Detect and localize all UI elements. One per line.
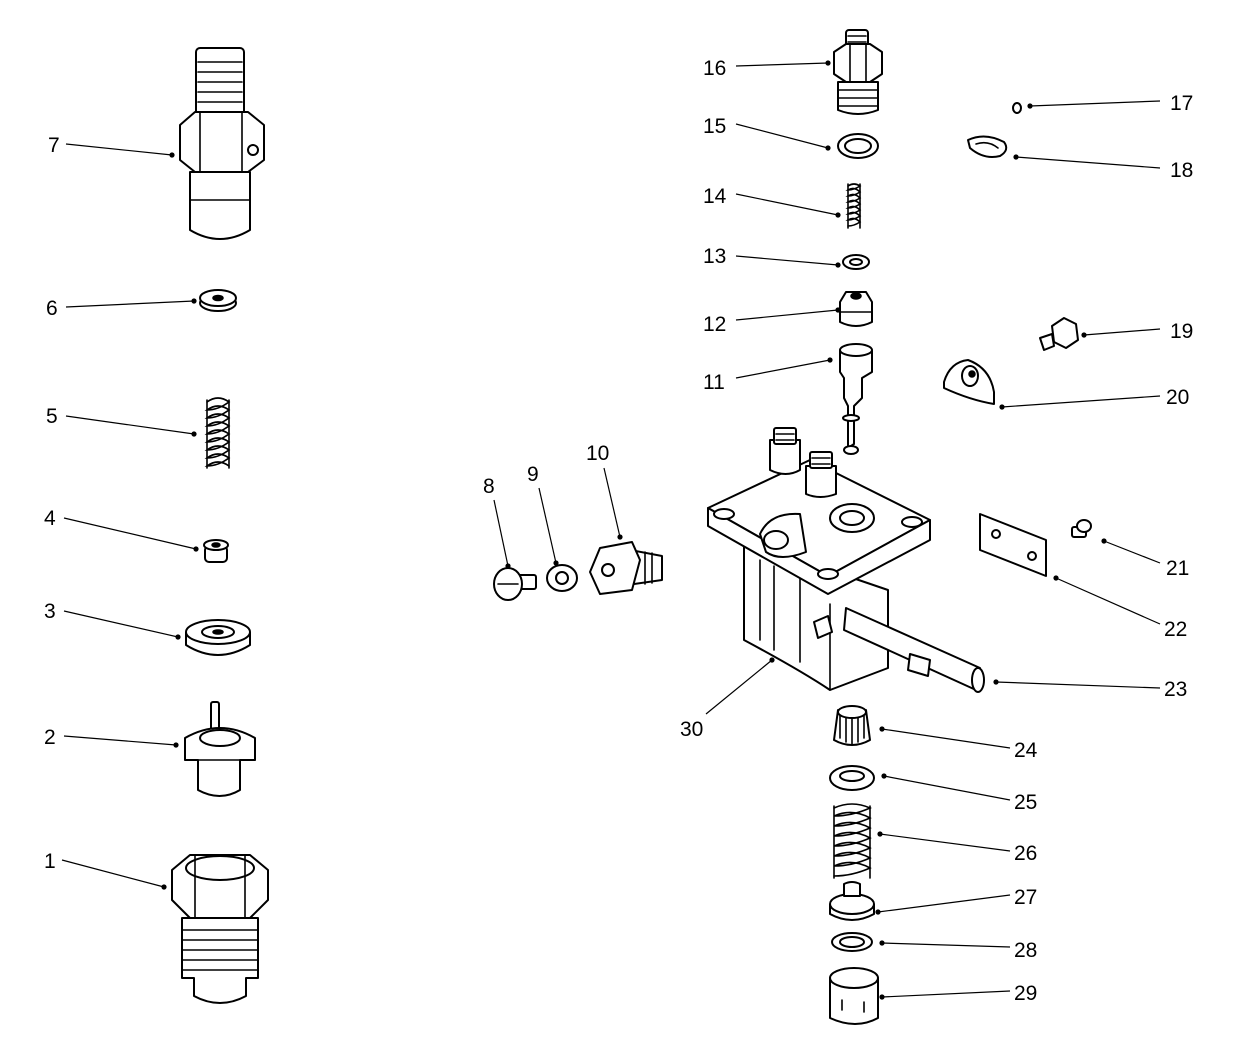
callout-9: 9 [527, 463, 539, 486]
callout-7: 7 [48, 134, 60, 157]
callout-19: 19 [1170, 320, 1193, 343]
callout-1: 1 [44, 850, 56, 873]
callout-22: 22 [1164, 618, 1187, 641]
part-23-tube [843, 607, 985, 693]
callout-14: 14 [703, 185, 727, 208]
part-18-gasket [967, 135, 1008, 158]
callout-2: 2 [44, 726, 56, 749]
part-28-ring [831, 932, 873, 952]
part-16-valve-holder [833, 29, 883, 115]
callout-4: 4 [44, 507, 56, 530]
callout-10: 10 [586, 442, 609, 465]
part-20-bracket [943, 359, 995, 405]
part-1-nozzle-nut [171, 854, 269, 1004]
part-5-spring [204, 397, 231, 469]
callout-15: 15 [703, 115, 726, 138]
leader-lines [61, 60, 1161, 1000]
callout-3: 3 [44, 600, 56, 623]
part-24-gear [833, 705, 871, 746]
callout-17: 17 [1170, 92, 1193, 115]
part-11-plunger [839, 343, 873, 455]
callout-27: 27 [1014, 886, 1037, 909]
callout-29: 29 [1014, 982, 1037, 1005]
callout-13: 13 [703, 245, 726, 268]
part-30-pump-body [707, 427, 931, 691]
callout-labels: 1 2 3 4 5 6 7 8 9 10 11 12 13 14 15 16 1… [44, 57, 1193, 1005]
part-17-screw [1012, 102, 1022, 114]
callout-12: 12 [703, 313, 726, 336]
callout-5: 5 [46, 405, 58, 428]
part-29-cup [829, 967, 879, 1025]
part-22-plate [979, 513, 1047, 577]
part-2-nozzle [184, 701, 256, 797]
part-15-o-ring [837, 133, 879, 159]
part-9-washer [546, 564, 578, 592]
part-4-pin [203, 539, 229, 563]
part-12-valve [839, 291, 873, 327]
callout-20: 20 [1166, 386, 1189, 409]
callout-6: 6 [46, 297, 58, 320]
part-19-bolt [1039, 317, 1079, 351]
part-26-spring [833, 803, 872, 879]
part-6-washer [199, 289, 237, 312]
part-10-fitting [589, 541, 663, 595]
callout-18: 18 [1170, 159, 1193, 182]
callout-24: 24 [1014, 739, 1038, 762]
part-13-gasket [842, 254, 870, 270]
callout-21: 21 [1166, 557, 1189, 580]
callout-30: 30 [680, 718, 703, 741]
callout-28: 28 [1014, 939, 1037, 962]
part-27-collar [829, 881, 875, 921]
callout-11: 11 [703, 371, 725, 394]
part-14-spring [845, 183, 862, 229]
part-3-spacer [185, 619, 251, 656]
part-8-screw [493, 567, 537, 601]
part-21-bolt [1071, 519, 1092, 538]
callout-23: 23 [1164, 678, 1187, 701]
part-25-washer [829, 765, 875, 791]
callout-26: 26 [1014, 842, 1037, 865]
callout-16: 16 [703, 57, 726, 80]
callout-25: 25 [1014, 791, 1037, 814]
part-7-nozzle-holder [179, 47, 265, 240]
callout-8: 8 [483, 475, 495, 498]
